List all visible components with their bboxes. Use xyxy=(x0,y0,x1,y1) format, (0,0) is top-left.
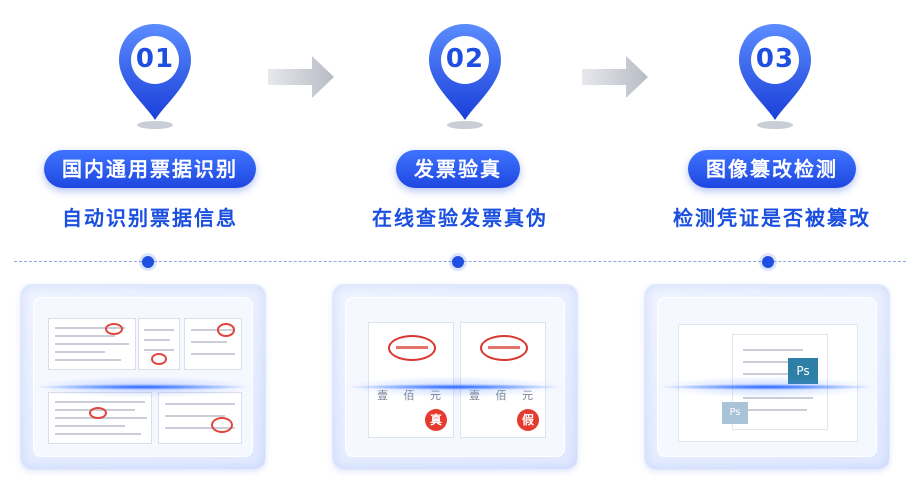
card-frame: Ps Ps xyxy=(657,297,877,457)
receipt-image xyxy=(184,318,242,370)
genuine-badge: 真 xyxy=(425,409,447,431)
fake-invoice: 壹 佰 元 假 xyxy=(460,322,546,438)
step-title: 国内通用票据识别 xyxy=(44,150,256,188)
location-pin-icon: 02 xyxy=(425,22,505,132)
document-image xyxy=(732,334,828,430)
receipt-recognition-card xyxy=(20,284,266,470)
timeline-dot xyxy=(452,256,464,268)
scan-line xyxy=(346,384,564,390)
invoice-verification-card: 壹 佰 元 真 壹 佰 元 假 xyxy=(332,284,578,470)
step-subtitle: 自动识别票据信息 xyxy=(62,206,238,230)
right-arrow-icon xyxy=(266,54,336,100)
timeline-dot xyxy=(142,256,154,268)
receipt-image xyxy=(158,392,242,444)
step-number: 03 xyxy=(755,44,795,74)
step-subtitle: 在线查验发票真伪 xyxy=(372,206,548,230)
step-title: 发票验真 xyxy=(396,150,520,188)
right-arrow-icon xyxy=(580,54,650,100)
scan-line xyxy=(658,384,876,390)
receipt-image xyxy=(48,392,152,444)
step-subtitle: 检测凭证是否被篡改 xyxy=(673,206,871,230)
card-frame: 壹 佰 元 真 壹 佰 元 假 xyxy=(345,297,565,457)
receipt-image xyxy=(48,318,136,370)
scan-line xyxy=(34,384,252,390)
timeline-dot xyxy=(762,256,774,268)
step-number: 02 xyxy=(445,44,485,74)
step-number: 01 xyxy=(135,44,175,74)
card-frame xyxy=(33,297,253,457)
photoshop-icon: Ps xyxy=(788,358,818,384)
location-pin-icon: 03 xyxy=(735,22,815,132)
receipt-image xyxy=(138,318,180,370)
step-title: 图像篡改检测 xyxy=(688,150,856,188)
location-pin-icon: 01 xyxy=(115,22,195,132)
stamp-icon xyxy=(480,335,528,361)
tamper-detection-card: Ps Ps xyxy=(644,284,890,470)
photoshop-icon: Ps xyxy=(722,402,748,424)
stamp-icon xyxy=(388,335,436,361)
fake-badge: 假 xyxy=(517,409,539,431)
genuine-invoice: 壹 佰 元 真 xyxy=(368,322,454,438)
